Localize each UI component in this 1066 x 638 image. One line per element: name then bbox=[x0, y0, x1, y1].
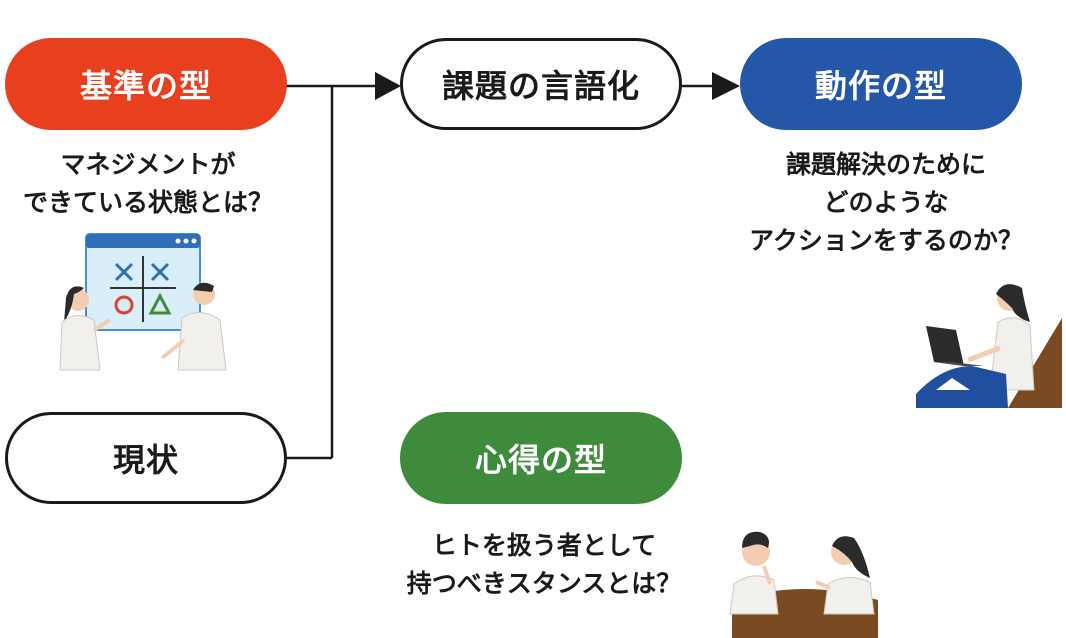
current-state-label: 現状 bbox=[112, 441, 179, 479]
standard-type-label: 基準の型 bbox=[79, 67, 212, 105]
arrow-head-to-issue bbox=[375, 72, 401, 100]
issue-verbalization-node: 課題の言語化 bbox=[400, 38, 682, 130]
two-people-tic-tac-toe-board-illustration bbox=[59, 233, 227, 371]
arrow-head-to-action bbox=[712, 72, 740, 100]
mindset-caption-line-2: 持つべきスタンスとは？ bbox=[406, 569, 682, 598]
action-type-node: 動作の型 bbox=[740, 38, 1022, 130]
action-caption-line-3: アクションをするのか？ bbox=[749, 226, 1023, 255]
woman-with-laptop-illustration bbox=[916, 284, 1062, 408]
mindset-caption: ヒトを扱う者として 持つべきスタンスとは？ bbox=[384, 527, 704, 603]
standard-type-node: 基準の型 bbox=[5, 38, 287, 130]
action-caption: 課題解決のために どのような アクションをするのか？ bbox=[718, 146, 1054, 260]
action-caption-line-1: 課題解決のために bbox=[785, 150, 986, 179]
standard-caption: マネジメントが できている状態とは？ bbox=[0, 146, 296, 222]
standard-caption-line-1: マネジメントが bbox=[60, 150, 236, 179]
two-people-talking-at-table-illustration bbox=[729, 531, 878, 638]
mindset-type-label: 心得の型 bbox=[474, 441, 607, 479]
standard-caption-line-2: できている状態とは？ bbox=[22, 188, 273, 217]
action-caption-line-2: どのような bbox=[823, 188, 949, 217]
action-type-label: 動作の型 bbox=[814, 67, 947, 105]
mindset-caption-line-1: ヒトを扱う者として bbox=[431, 531, 657, 560]
mindset-type-node: 心得の型 bbox=[400, 412, 682, 504]
issue-verbalization-label: 課題の言語化 bbox=[441, 67, 640, 105]
current-state-node: 現状 bbox=[5, 412, 287, 504]
